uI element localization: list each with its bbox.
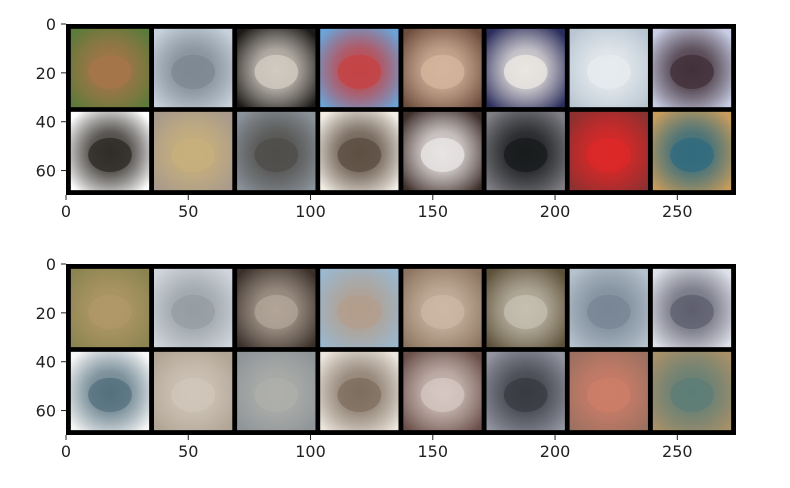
image-tile-bird [70,351,150,431]
y-tick-label: 0 [46,15,56,34]
image-tile-truck [320,268,399,348]
y-tick-label: 60 [36,162,56,181]
image-tile-dog [320,351,399,431]
tile-subject-airplane [670,54,714,90]
tile-subject-truck [586,137,631,173]
x-tick-label: 0 [61,202,71,221]
tile-subject-bird [171,377,216,413]
tile-subject-cat [503,377,548,413]
tile-subject-cat [503,137,548,173]
x-tick-label: 100 [295,202,326,221]
image-tile-truck [569,268,648,348]
image-tile-airplane [652,268,732,348]
tile-subject-bird [88,137,132,173]
image-tile-truck [403,351,482,431]
x-tick-label: 250 [662,202,693,221]
y-tick-label: 0 [46,255,56,274]
x-tick-label: 50 [178,442,198,461]
x-tick-label: 200 [540,442,571,461]
x-tick-label: 150 [418,442,449,461]
tile-subject-dog [254,54,299,90]
x-tick-label: 50 [178,202,198,221]
x-tick-label: 100 [295,442,326,461]
tile-subject-airplane [670,294,714,330]
image-tile-dog [237,268,316,348]
reconstructed-images-panel: 0 50 100 150 200 250 0 20 40 60 [36,255,736,461]
tile-subject-bird [670,137,714,173]
tile-subject-dog [254,294,299,330]
y-tick-label: 20 [36,304,56,323]
tile-subject-ship [171,294,216,330]
image-tile-truck [569,351,648,431]
tile-subject-dog [337,137,382,173]
image-tile-cat [486,351,565,431]
tile-subject-frog [88,294,132,330]
y-tick-label: 40 [36,113,56,132]
tile-subject-truck [337,54,382,90]
y-tick-label: 40 [36,353,56,372]
tile-subject-bird [171,137,216,173]
tile-subject-truck [586,377,631,413]
tile-subject-truck [254,377,299,413]
image-tile-frog [403,268,482,348]
tile-subject-truck [337,294,382,330]
axes: 0 50 100 150 200 250 0 20 40 60 [36,255,693,461]
tile-subject-truck [586,294,631,330]
tile-subject-truck [254,137,299,173]
image-tile-bird [154,351,233,431]
tile-subject-bird [670,377,714,413]
tile-subject-frog [88,54,132,90]
y-tick-label: 60 [36,402,56,421]
tile-subject-frog [420,294,465,330]
x-tick-label: 200 [540,202,571,221]
x-tick-label: 0 [61,442,71,461]
tile-subject-truck [420,137,465,173]
tile-subject-dog [337,377,382,413]
image-tile-bird [652,351,732,431]
tile-subject-car [503,294,548,330]
original-images-panel: 0 50 100 150 200 250 0 20 40 60 [36,15,736,221]
tile-subject-truck [420,377,465,413]
tile-subject-car [503,54,548,90]
axes: 0 50 100 150 200 250 0 20 40 60 [36,15,693,221]
tile-subject-truck [586,54,631,90]
image-tile-truck [237,351,316,431]
y-tick-label: 20 [36,64,56,83]
x-tick-label: 150 [418,202,449,221]
tile-subject-frog [420,54,465,90]
image-tile-ship [154,268,233,348]
image-tile-car [486,268,565,348]
x-tick-label: 250 [662,442,693,461]
tile-subject-ship [171,54,216,90]
tile-subject-bird [88,377,132,413]
image-tile-frog [70,268,150,348]
